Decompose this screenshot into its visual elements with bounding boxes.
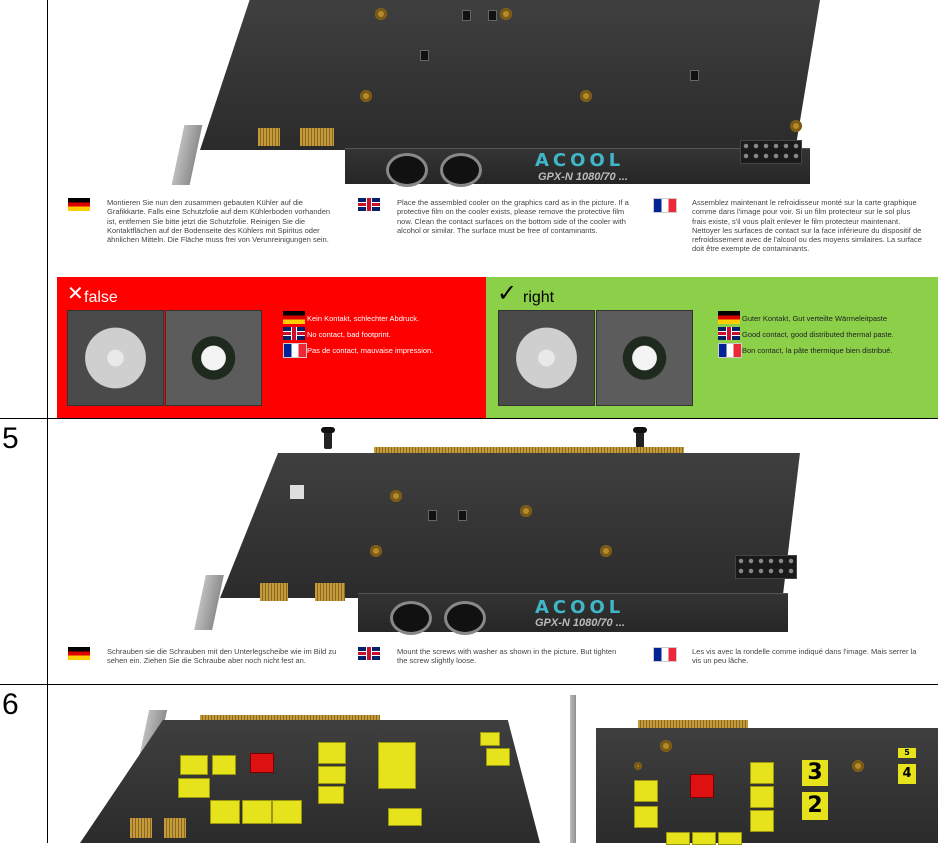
false-title: false <box>84 289 118 306</box>
row-divider-step6 <box>0 684 938 685</box>
gpu-photo-bad <box>165 310 262 406</box>
pad-label-4: 4 <box>898 764 916 784</box>
graphics-card-pads-topview: 3 2 5 4 <box>570 690 938 845</box>
right-line-fr: Bon contact, la pâte thermique bien dist… <box>742 346 893 355</box>
right-line-de: Guter Kontakt, Gut verteilte Wärmeleitpa… <box>742 314 888 323</box>
pad-label-3: 3 <box>802 760 828 786</box>
flag-uk-icon <box>718 327 740 340</box>
right-title: right <box>523 289 555 306</box>
false-panel: ✕ false Kein Kontakt, schlechter Abdruck… <box>57 277 486 418</box>
flag-fr-icon <box>283 343 307 358</box>
coldplate-photo-bad <box>67 310 164 406</box>
brand-model: GPX-N 1080/70 ... <box>535 617 625 629</box>
flag-de-icon <box>718 311 740 324</box>
coldplate-photo-good <box>498 310 595 406</box>
brand-logo: ACOOL <box>535 597 625 618</box>
flag-de-icon <box>68 198 90 211</box>
flag-de-icon <box>283 311 305 324</box>
pad-label-2: 2 <box>802 792 828 820</box>
right-panel: ✓ right Guter Kontakt, Gut verteilte Wär… <box>486 277 938 418</box>
instruction-en: Place the assembled cooler on the graphi… <box>397 198 629 235</box>
cross-icon: ✕ <box>67 283 84 305</box>
graphics-card-pads-perspective <box>60 690 540 843</box>
instruction-fr: Assemblez maintenant le refroidisseur mo… <box>692 198 922 254</box>
step-number-5: 5 <box>2 422 19 455</box>
right-line-en: Good contact, good distributed thermal p… <box>742 330 894 339</box>
false-line-de: Kein Kontakt, schlechter Abdruck. <box>307 314 420 323</box>
checkmark-icon: ✓ <box>497 280 518 307</box>
graphics-card-image-step5: ACOOL GPX-N 1080/70 ... <box>190 425 810 635</box>
false-line-en: No contact, bad footprint. <box>307 330 391 339</box>
flag-fr-icon <box>653 647 677 662</box>
step-number-6: 6 <box>2 688 19 721</box>
graphics-card-image-step4: ACOOL GPX-N 1080/70 ... <box>170 0 840 190</box>
instruction-de: Montieren Sie nun den zusammen gebauten … <box>107 198 331 245</box>
pad-label-5: 5 <box>898 748 916 758</box>
flag-uk-icon <box>358 198 380 211</box>
table-vertical-rule <box>47 0 48 843</box>
instruction5-fr: Les vis avec la rondelle comme indiqué d… <box>692 647 917 666</box>
flag-uk-icon <box>358 647 380 660</box>
false-line-fr: Pas de contact, mauvaise impression. <box>307 346 434 355</box>
flag-uk-icon <box>283 327 305 340</box>
flag-fr-icon <box>653 198 677 213</box>
gpu-photo-good <box>596 310 693 406</box>
brand-logo: ACOOL <box>535 150 625 171</box>
brand-model: GPX-N 1080/70 ... <box>538 171 628 183</box>
instruction5-en: Mount the screws with washer as shown in… <box>397 647 617 666</box>
flag-fr-icon <box>718 343 742 358</box>
row-divider-step5 <box>0 418 938 419</box>
instruction5-de: Schrauben sie die Schrauben mit den Unte… <box>107 647 337 666</box>
flag-de-icon <box>68 647 90 660</box>
